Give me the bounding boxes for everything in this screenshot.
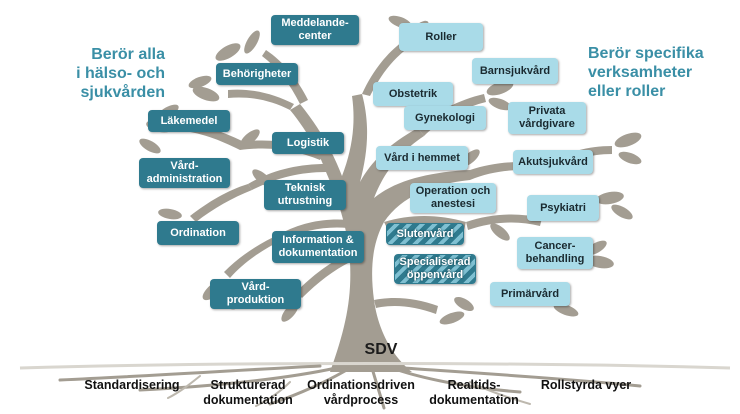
tag-barnsjukvard: Barnsjukvård [472, 58, 558, 84]
tag-slutenvard: Slutenvård [386, 223, 464, 245]
trunk-label-sdv: SDV [364, 341, 398, 358]
tag-logistik: Logistik [272, 132, 344, 154]
tag-lakemedel: Läkemedel [148, 110, 230, 132]
tag-information-dokumentation: Information &dokumentation [272, 231, 364, 263]
tree-roots [19, 362, 731, 410]
foundation-rollstyrda-vyer: Rollstyrda vyer [540, 378, 632, 392]
foundation-realtidsdokumentation: Realtids-dokumentation [429, 378, 519, 407]
tag-vard-i-hemmet: Vård i hemmet [376, 146, 468, 170]
tag-ordination: Ordination [157, 221, 239, 245]
tag-behorigheter: Behörigheter [216, 63, 298, 85]
tag-psykiatri: Psykiatri [527, 195, 599, 221]
tag-roller: Roller [399, 23, 483, 51]
tag-gynekologi: Gynekologi [404, 106, 486, 130]
tag-cancerbehandling: Cancer-behandling [517, 237, 593, 269]
tag-vardproduktion: Vård-produktion [210, 279, 301, 309]
tag-akutsjukvard: Akutsjukvård [513, 150, 593, 174]
tag-primarvard: Primärvård [490, 282, 570, 306]
heading-affects-all: Berör alla i hälso- och sjukvården [76, 46, 165, 101]
tree-foliage [139, 15, 642, 372]
tag-vardadministration: Vård-administration [139, 158, 230, 188]
foundation-standardisering: Standardisering [84, 378, 180, 392]
tag-obstetrik: Obstetrik [373, 82, 453, 106]
tag-meddelandecenter: Meddelande-center [271, 15, 359, 45]
heading-affects-specific: Berör specifika verksamheter eller rolle… [588, 45, 704, 100]
